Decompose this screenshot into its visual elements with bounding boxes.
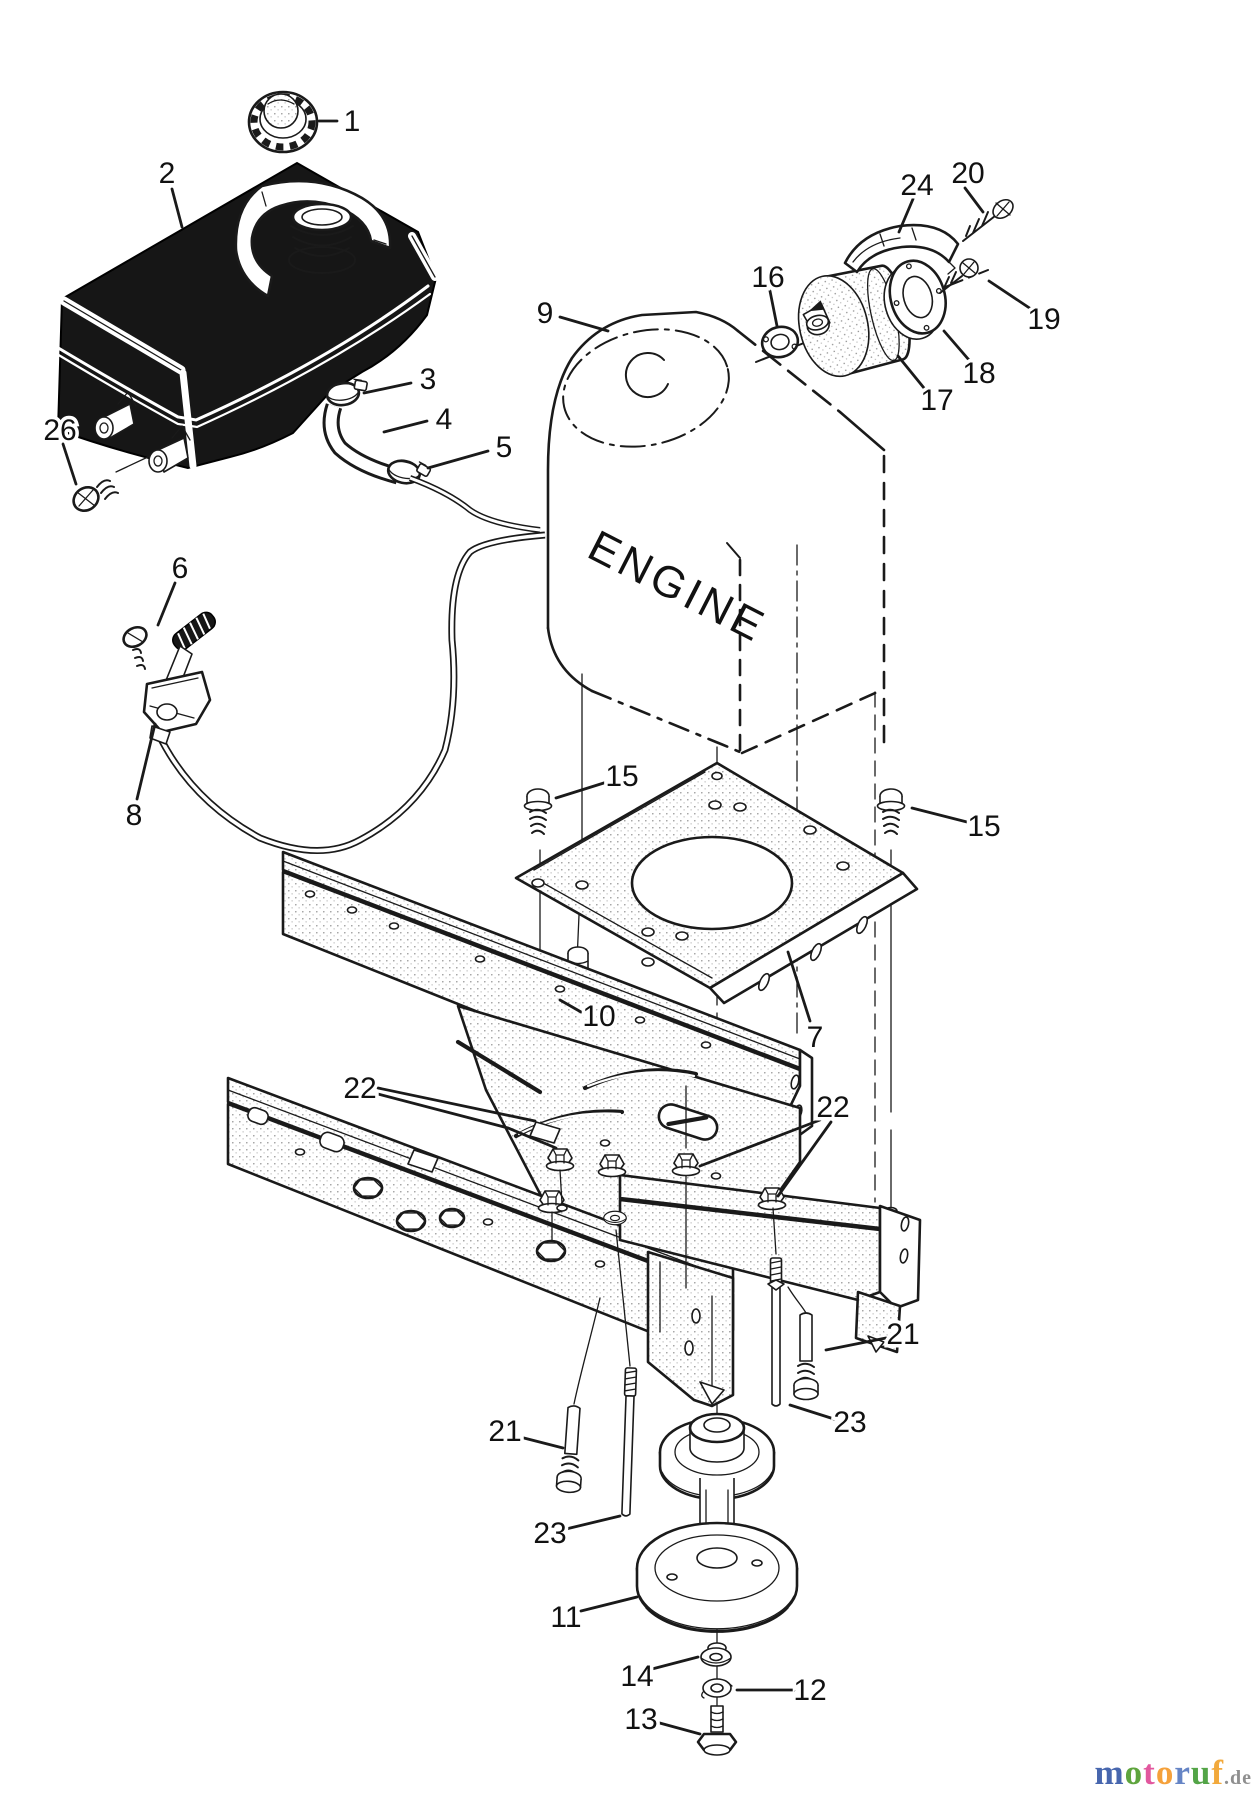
svg-text:2: 2 xyxy=(159,157,176,190)
callout-16: 16 xyxy=(748,258,788,328)
nut-axis-lines xyxy=(551,1085,687,1289)
svg-text:15: 15 xyxy=(967,810,1000,843)
callout-23-left: 23 xyxy=(530,1514,622,1554)
mounting-plate xyxy=(514,761,919,1005)
flange-screw xyxy=(939,258,979,294)
callout-1: 1 xyxy=(317,102,364,142)
flange-nut xyxy=(545,1148,575,1172)
carriage-bolt-right xyxy=(787,1286,819,1401)
watermark-letter: m xyxy=(1094,1753,1125,1792)
callout-12: 12 xyxy=(735,1671,830,1711)
svg-text:7: 7 xyxy=(807,1021,824,1054)
carriage-bolt-left xyxy=(555,1297,601,1495)
plate-bolt-left xyxy=(523,788,553,835)
callout-15-left: 15 xyxy=(554,757,642,800)
svg-text:22: 22 xyxy=(816,1091,849,1124)
callout-17: 17 xyxy=(896,354,957,421)
callout-9: 9 xyxy=(533,294,610,334)
svg-text:12: 12 xyxy=(793,1674,826,1707)
callout-6: 6 xyxy=(156,549,192,627)
flat-washer xyxy=(700,1647,732,1667)
threaded-rod-right xyxy=(767,1207,785,1407)
watermark: motoruf.de xyxy=(1095,1755,1252,1790)
muffler xyxy=(797,264,911,378)
svg-text:19: 19 xyxy=(1027,303,1060,336)
tank-screw xyxy=(72,455,151,512)
svg-text:21: 21 xyxy=(886,1318,919,1351)
fuel-cap xyxy=(247,90,319,154)
svg-text:26: 26 xyxy=(43,414,76,447)
fuel-hose xyxy=(322,376,434,490)
engine-text: ENGINE xyxy=(580,521,774,652)
callout-13: 13 xyxy=(621,1700,702,1740)
watermark-letter: o xyxy=(1155,1753,1175,1792)
callout-10: 10 xyxy=(558,997,619,1037)
watermark-suffix: .de xyxy=(1224,1767,1252,1789)
plate-bolt-right xyxy=(876,788,906,835)
callout-2: 2 xyxy=(155,154,184,229)
svg-text:10: 10 xyxy=(582,1000,615,1033)
callout-3: 3 xyxy=(362,360,440,400)
svg-text:8: 8 xyxy=(126,799,143,832)
callout-11: 11 xyxy=(547,1595,639,1638)
svg-text:20: 20 xyxy=(951,157,984,190)
svg-text:9: 9 xyxy=(537,297,554,330)
callout-8: 8 xyxy=(122,722,157,836)
threaded-rod-left xyxy=(603,1210,638,1517)
callout-21-left: 21 xyxy=(485,1412,565,1452)
muffler-shield xyxy=(843,223,960,275)
watermark-letter: t xyxy=(1143,1753,1156,1792)
svg-text:18: 18 xyxy=(962,357,995,390)
callout-18: 18 xyxy=(942,329,999,394)
callout-5: 5 xyxy=(426,428,516,470)
callout-23-right: 23 xyxy=(788,1403,870,1443)
throttle-cable xyxy=(154,531,546,854)
svg-text:11: 11 xyxy=(550,1601,581,1634)
svg-text:16: 16 xyxy=(751,261,784,294)
svg-text:14: 14 xyxy=(620,1660,653,1693)
frame-right-rail-end xyxy=(618,1173,922,1354)
svg-text:21: 21 xyxy=(488,1415,521,1448)
callout-22-left: 22 xyxy=(340,1069,558,1150)
watermark-letter: u xyxy=(1190,1753,1212,1792)
svg-text:1: 1 xyxy=(344,105,361,138)
callout-21-right: 21 xyxy=(824,1315,923,1355)
callout-4: 4 xyxy=(382,400,456,440)
callout-20: 20 xyxy=(948,154,988,214)
fuel-line xyxy=(408,475,541,533)
callout-19: 19 xyxy=(987,279,1064,340)
svg-text:24: 24 xyxy=(900,169,933,202)
callout-15-right: 15 xyxy=(910,807,1004,847)
engine-pulley xyxy=(635,1412,799,1706)
flange-nut xyxy=(671,1153,701,1177)
shield-bolt xyxy=(962,198,1014,242)
callout-14: 14 xyxy=(617,1655,700,1697)
watermark-letter: r xyxy=(1174,1753,1191,1792)
muffler-gasket xyxy=(760,325,800,359)
fuel-tank xyxy=(48,161,439,473)
svg-text:6: 6 xyxy=(172,552,189,585)
callout-22-right: 22 xyxy=(698,1088,853,1198)
svg-text:5: 5 xyxy=(496,431,513,464)
callout-7: 7 xyxy=(786,950,827,1058)
throttle-control xyxy=(122,611,216,745)
svg-text:4: 4 xyxy=(436,403,453,436)
callout-24: 24 xyxy=(897,166,937,234)
frame-hanger-bracket xyxy=(646,1250,735,1408)
watermark-letter: f xyxy=(1211,1753,1224,1792)
svg-text:13: 13 xyxy=(624,1703,657,1736)
svg-text:15: 15 xyxy=(605,760,638,793)
svg-text:22: 22 xyxy=(343,1072,376,1105)
lock-washer xyxy=(701,1678,733,1699)
callout-26: 26 xyxy=(40,411,80,486)
watermark-letter: o xyxy=(1124,1753,1144,1792)
svg-text:17: 17 xyxy=(920,384,953,417)
svg-text:23: 23 xyxy=(833,1406,866,1439)
flange-nut xyxy=(597,1154,627,1178)
svg-text:23: 23 xyxy=(533,1517,566,1550)
svg-text:3: 3 xyxy=(420,363,437,396)
pulley-bolt xyxy=(696,1705,738,1756)
